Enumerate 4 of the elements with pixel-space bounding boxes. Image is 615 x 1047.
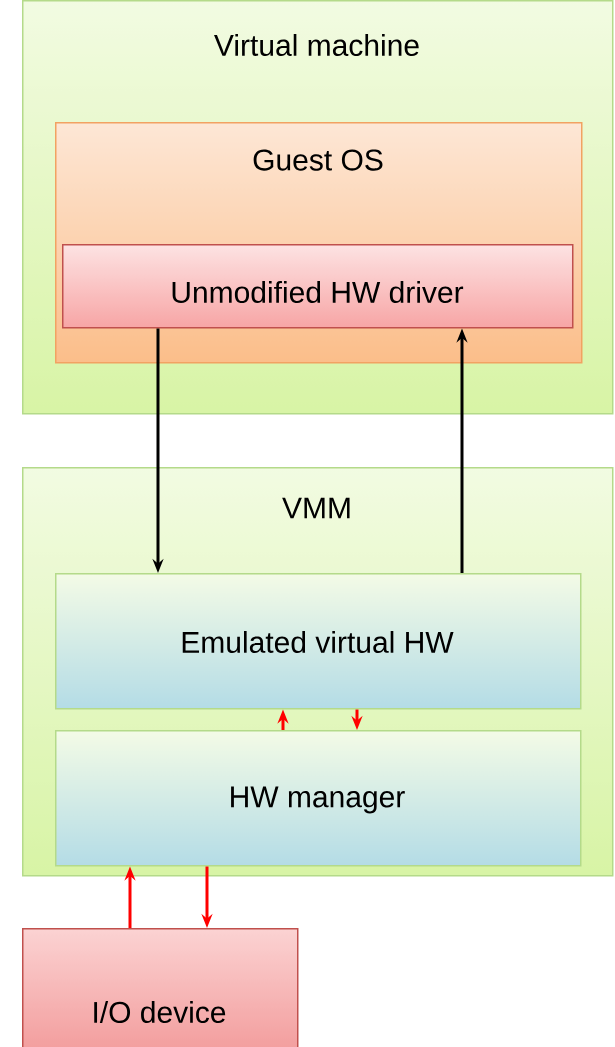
layer-box: Emulated virtual HW bbox=[55, 573, 582, 710]
driver-box: Unmodified HW driver bbox=[62, 244, 574, 329]
layer-box: HW manager bbox=[55, 730, 582, 867]
device-box: I/O device bbox=[22, 928, 299, 1047]
